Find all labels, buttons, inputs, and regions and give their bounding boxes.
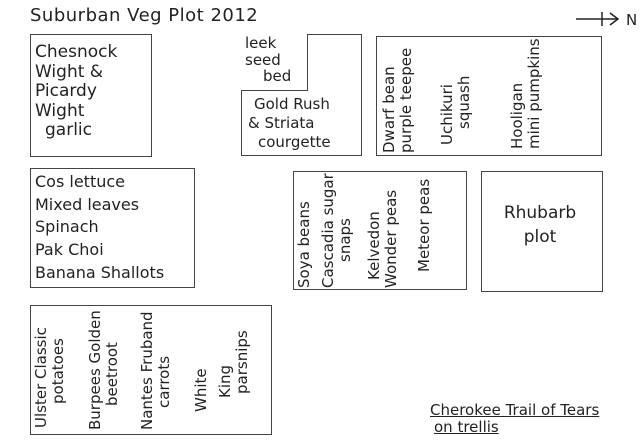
leek-line: leek [245, 34, 277, 52]
page-title: Suburban Veg Plot 2012 [30, 5, 259, 26]
squash-col: Hooligan mini pumpkins [508, 38, 543, 149]
bed-line: & Striata [248, 113, 315, 132]
roots-col: Nantes Fruband carrots [138, 311, 173, 430]
beans-col: Cascadia sugar snaps [319, 173, 354, 288]
roots-col: King parsnips [216, 330, 251, 398]
bed-beans-peas: Soya beans Cascadia sugar snaps Kelvedon… [293, 171, 467, 290]
bed-rhubarb: Rhubarb plot [481, 171, 603, 292]
bed-lettuce-text: Cos lettuce Mixed leaves Spinach Pak Cho… [35, 171, 164, 285]
bed-line: Wight & [35, 61, 104, 82]
bed-line: plot [523, 226, 557, 247]
bed-line: Chesnock [35, 42, 118, 62]
north-arrow: N [574, 8, 640, 30]
bed-line: Rhubarb [503, 203, 577, 223]
bed-line: Picardy Wight [35, 81, 97, 121]
bed-line: garlic [45, 120, 92, 141]
bed-garlic: Chesnock Wight & Picardy Wight garlic [30, 34, 152, 157]
leek-seed-bed: leek seed bed [241, 34, 308, 91]
leek-line: bed [263, 67, 292, 85]
beans-col: Meteor peas [415, 178, 433, 272]
roots-col: Burpees Golden beetroot [86, 310, 121, 430]
note-line: on trellis [434, 418, 499, 437]
roots-col: Ulster Classic potatoes [32, 327, 67, 428]
leek-line: seed [245, 50, 281, 69]
bed-leek-courgette: leek seed bed Gold Rush & Striata courge… [241, 34, 362, 156]
bed-squash: Dwarf bean purple teepee Uchikuri squash… [376, 36, 602, 156]
bed-lettuce: Cos lettuce Mixed leaves Spinach Pak Cho… [30, 168, 195, 288]
squash-col: Uchikuri squash [438, 75, 473, 145]
bed-line: Cos lettuce [35, 172, 125, 191]
bed-line: Spinach [35, 217, 99, 237]
beans-col: Kelvedon Wonder peas [365, 189, 400, 288]
north-label: N [626, 11, 637, 29]
trellis-note: Cherokee Trail of Tears on trellis [430, 401, 600, 437]
note-line: Cherokee Trail of Tears [430, 401, 600, 419]
bed-rhubarb-text: Rhubarb plot [500, 202, 580, 250]
bed-line: courgette [258, 132, 331, 151]
squash-col: Dwarf bean purple teepee [380, 47, 415, 153]
bed-line: Gold Rush [254, 95, 330, 113]
bed-garlic-text: Chesnock Wight & Picardy Wight garlic [35, 42, 151, 141]
bed-line: Banana Shallots [35, 262, 165, 282]
bed-line: Mixed leaves [35, 194, 140, 214]
bed-courgette-text: Gold Rush & Striata courgette [248, 95, 331, 151]
bed-roots: Ulster Classic potatoes Burpees Golden b… [30, 305, 272, 435]
bed-line: Pak Choi [35, 240, 104, 260]
north-arrow-icon: N [576, 11, 637, 29]
beans-col: Soya beans [295, 201, 313, 288]
roots-col: White [192, 368, 210, 412]
